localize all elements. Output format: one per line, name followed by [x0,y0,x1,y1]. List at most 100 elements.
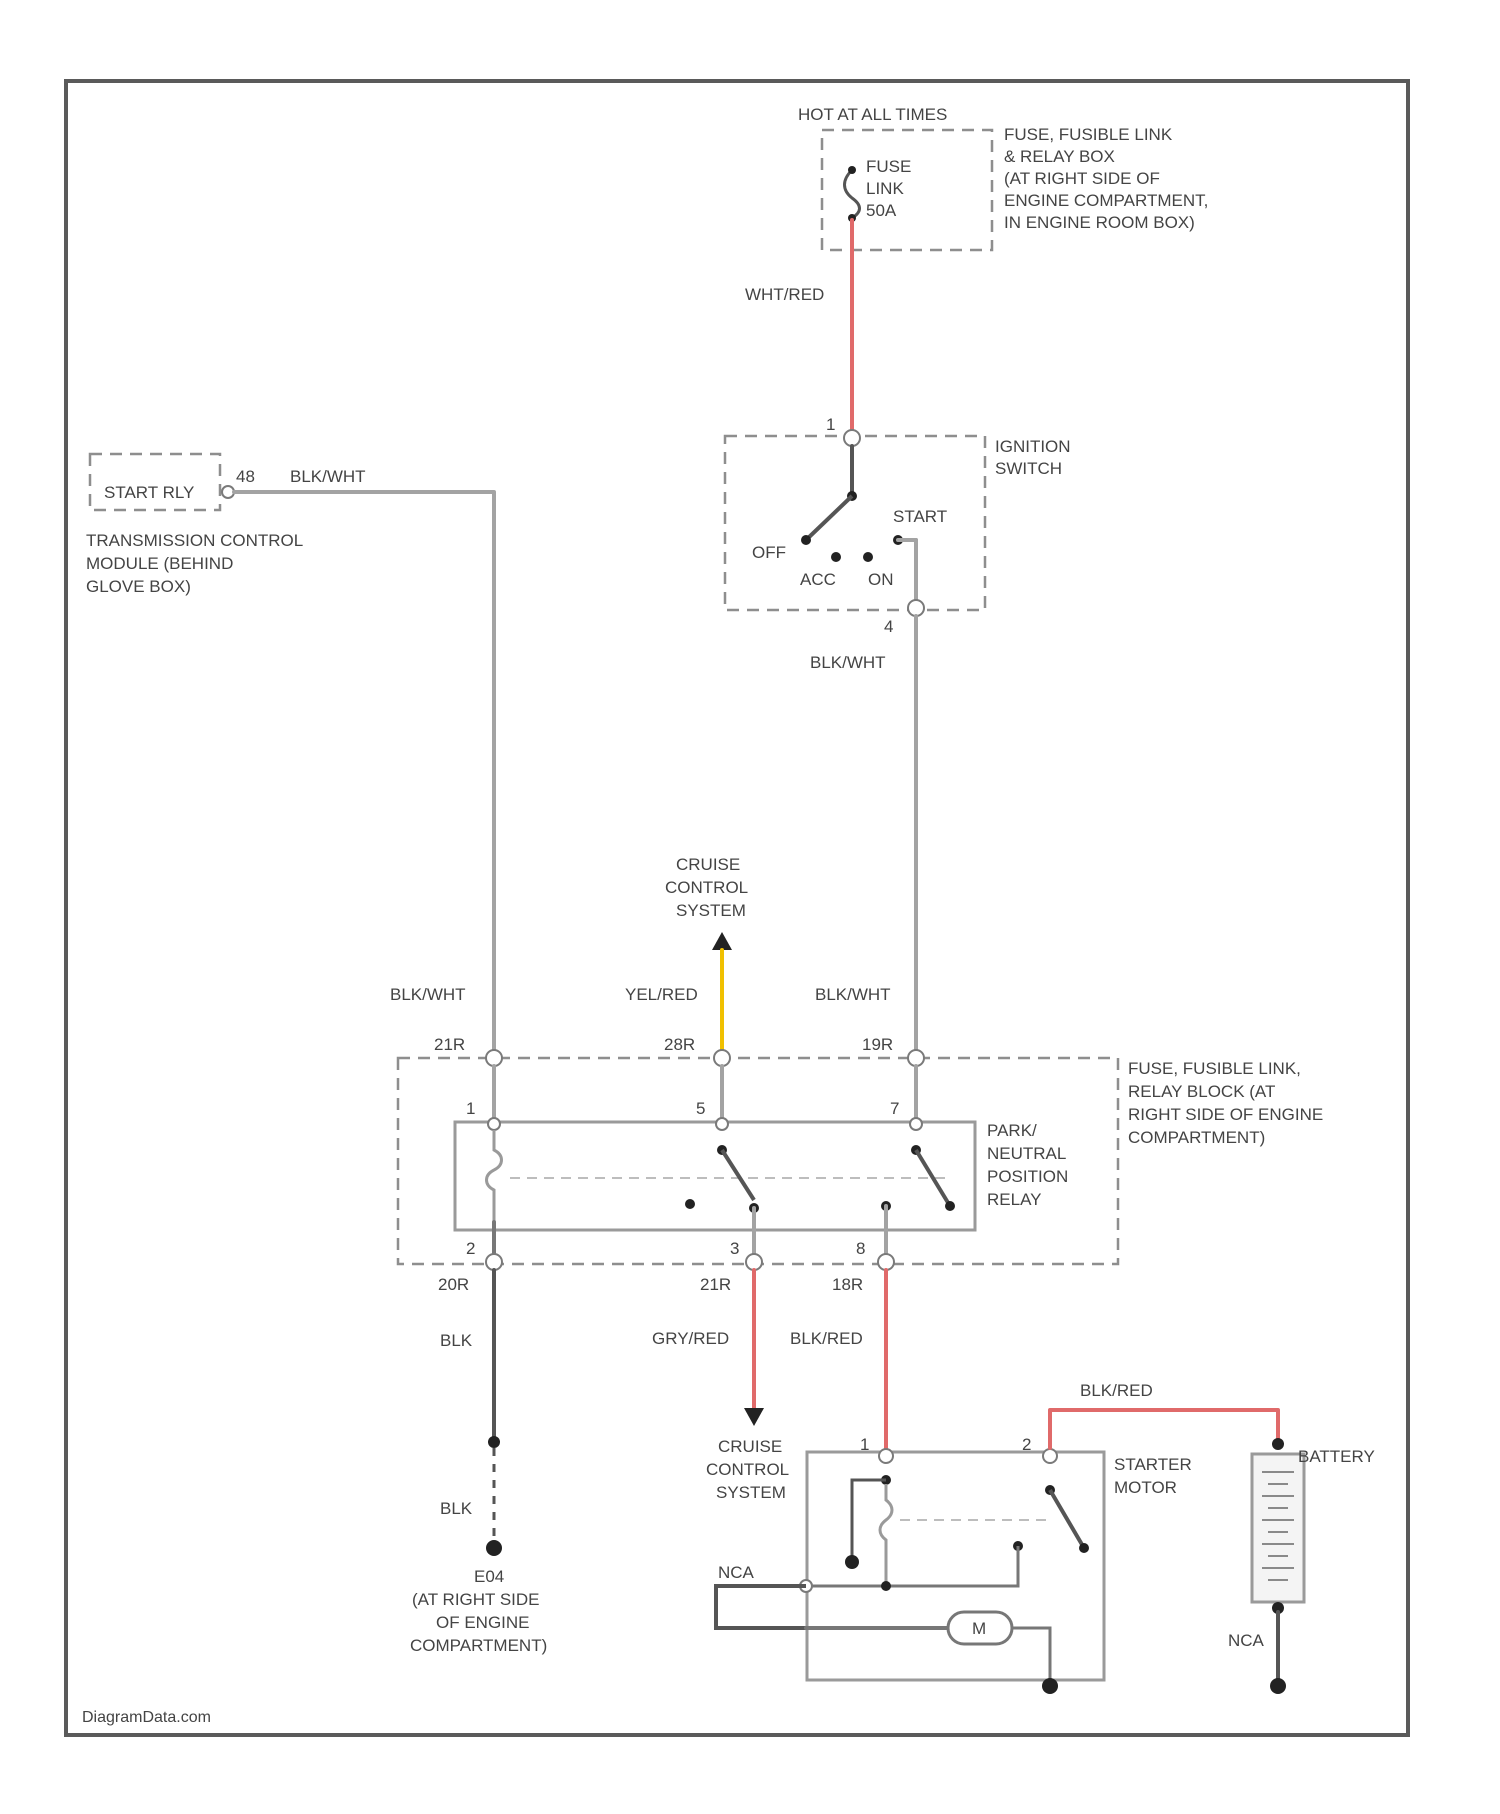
relay-wire-left-label: BLK/WHT [390,985,466,1004]
relay-pin-bottom-8: 8 [856,1239,865,1258]
relay-block-label-line-3: RIGHT SIDE OF ENGINE [1128,1105,1323,1124]
ground-point [486,1540,502,1556]
relay-switch-mid-blade [722,1150,754,1200]
relay-conn-bottom-mid [746,1254,762,1270]
relay-label-line-3: POSITION [987,1167,1068,1186]
wire-blk-red-battery [1050,1410,1278,1448]
starter-pull-coil [880,1484,892,1586]
starter-pin-1: 1 [860,1435,869,1454]
relay-label-line-4: RELAY [987,1190,1042,1209]
ignition-pos-acc: ACC [800,570,836,589]
fuse-label-line-2: LINK [866,179,904,198]
ignition-contact-on [863,552,873,562]
relay-conn-bottom-left-label: 20R [438,1275,469,1294]
relay-conn-bottom-right [878,1254,894,1270]
relay-conn-top-right: 19R [862,1035,893,1054]
tcm-wire-label: BLK/WHT [290,467,366,486]
fuse-box-label-line-1: FUSE, FUSIBLE LINK [1004,125,1173,144]
relay-block-label-line-2: RELAY BLOCK (AT [1128,1082,1275,1101]
starter-nca-wire [716,1586,806,1628]
battery-label: BATTERY [1298,1447,1375,1466]
hot-at-all-times-label: HOT AT ALL TIMES [798,105,947,124]
battery-ground-point [1270,1678,1286,1694]
ignition-switch-blade [806,496,852,540]
relay-pin-5 [716,1118,728,1130]
footer-watermark: DiagramData.com [82,1709,211,1726]
tcm-pin: 48 [236,467,255,486]
wire-yel-red-label: YEL/RED [625,985,698,1004]
ignition-pos-on: ON [868,570,894,589]
relay-conn-terminal-mid [714,1050,730,1066]
fuse-box-label-line-4: ENGINE COMPARTMENT, [1004,191,1208,210]
starter-terminal-1 [879,1449,893,1463]
starter-label-line-1: STARTER [1114,1455,1192,1474]
relay-conn-bottom-left [486,1254,502,1270]
cruise-bottom-label-line-3: SYSTEM [716,1483,786,1502]
relay-pin-1 [488,1118,500,1130]
ground-label-line-1: E04 [474,1567,504,1586]
ignition-contact-acc [831,552,841,562]
relay-conn-top-mid: 28R [664,1035,695,1054]
cruise-top-arrow [712,932,732,950]
starter-contact-b [1079,1543,1089,1553]
wire-blk-upper-label: BLK [440,1331,473,1350]
relay-coil [487,1130,502,1222]
ignition-terminal-top [844,430,860,446]
tcm-start-relay-label: START RLY [104,483,194,502]
fuse-box-label-line-2: & RELAY BOX [1004,147,1115,166]
tcm-label-line-3: GLOVE BOX) [86,577,191,596]
ignition-pos-off: OFF [752,543,786,562]
starter-motor-lead-right [1012,1628,1050,1680]
wire-blk-lower-label: BLK [440,1499,473,1518]
relay-block-label-line-1: FUSE, FUSIBLE LINK, [1128,1059,1301,1078]
ground-label-line-2: (AT RIGHT SIDE [412,1590,540,1609]
tcm-label-line-2: MODULE (BEHIND [86,554,233,573]
starter-pin-2: 2 [1022,1435,1031,1454]
ignition-pin-bottom: 4 [884,617,893,636]
cruise-bottom-label-line-1: CRUISE [718,1437,782,1456]
fuse-label-line-3: 50A [866,201,897,220]
wire-gry-red-label: GRY/RED [652,1329,729,1348]
tcm-label-line-1: TRANSMISSION CONTROL [86,531,303,550]
ignition-label-line-2: SWITCH [995,459,1062,478]
relay-label-line-2: NEUTRAL [987,1144,1066,1163]
fuse-box-label-line-5: IN ENGINE ROOM BOX) [1004,213,1195,232]
ignition-contact-off [801,535,811,545]
fuse-box-label-line-3: (AT RIGHT SIDE OF [1004,169,1160,188]
ground-label-line-4: COMPARTMENT) [410,1636,547,1655]
starter-terminal-2 [1043,1449,1057,1463]
relay-conn-terminal-right [908,1050,924,1066]
relay-label-line-1: PARK/ [987,1121,1037,1140]
relay-contact-right-end [945,1201,955,1211]
cruise-top-label-line-1: CRUISE [676,855,740,874]
fuse-link-symbol [845,166,860,222]
wire-tcm-to-relay [234,492,494,1054]
relay-conn-bottom-mid-label: 21R [700,1275,731,1294]
ground-label-line-3: OF ENGINE [436,1613,530,1632]
cruise-top-label-line-2: CONTROL [665,878,748,897]
relay-pin-7 [910,1118,922,1130]
ignition-pos-start: START [893,507,947,526]
fuse-label-line-1: FUSE [866,157,911,176]
starter-hold-coil [852,1480,886,1562]
relay-wire-right-label: BLK/WHT [815,985,891,1004]
relay-pin-top-5: 5 [696,1099,705,1118]
cruise-bottom-arrow [744,1408,764,1426]
starter-motor-letter: M [972,1619,986,1638]
wire-ignition-out-label: BLK/WHT [810,653,886,672]
ignition-pin-top: 1 [826,415,835,434]
starter-label-line-2: MOTOR [1114,1478,1177,1497]
relay-pin-top-7: 7 [890,1099,899,1118]
battery-neg-label: NCA [1228,1631,1265,1650]
relay-conn-terminal-left [486,1050,502,1066]
starter-neg-label: NCA [718,1563,755,1582]
relay-pin-bottom-2: 2 [466,1239,475,1258]
ignition-label-line-1: IGNITION [995,437,1071,456]
starter-internal-bus [806,1546,1018,1586]
cruise-top-label-line-3: SYSTEM [676,901,746,920]
fuse-box-outline [822,130,992,250]
ignition-terminal-bottom [908,600,924,616]
relay-conn-top-left: 21R [434,1035,465,1054]
relay-pin-top-1: 1 [466,1099,475,1118]
